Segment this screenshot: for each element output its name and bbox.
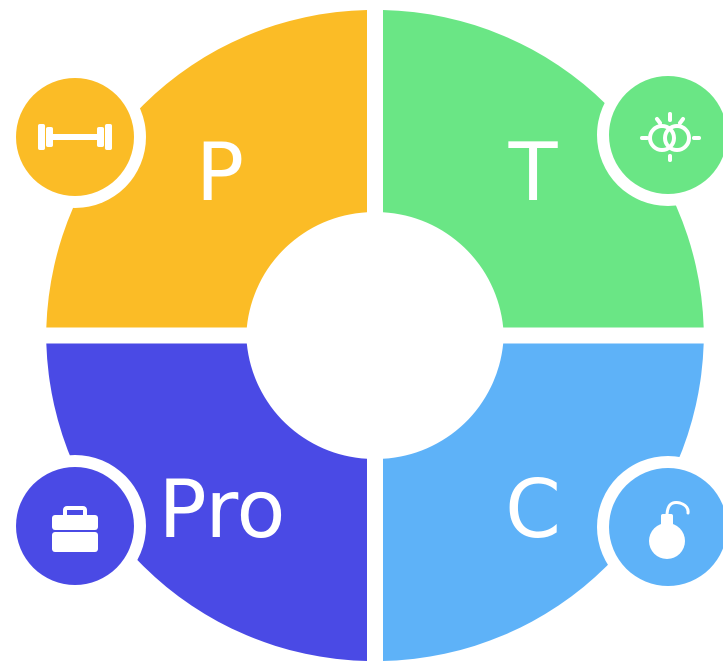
briefcase-icon <box>52 506 98 552</box>
segment-label-c: C <box>505 463 561 556</box>
segment-c <box>383 343 704 661</box>
badge-c <box>597 456 723 598</box>
segment-pro <box>46 343 368 661</box>
badge-pro <box>4 455 146 597</box>
badge-t <box>597 64 723 206</box>
bomb-icon <box>649 501 690 559</box>
badge-p <box>4 66 146 208</box>
segment-p <box>46 10 368 328</box>
segment-label-pro: Pro <box>159 463 286 556</box>
segment-label-p: P <box>196 126 244 219</box>
rings-icon <box>640 112 701 162</box>
dumbbell-icon <box>38 124 112 150</box>
segment-t <box>383 10 704 328</box>
segment-label-t: T <box>508 126 559 219</box>
